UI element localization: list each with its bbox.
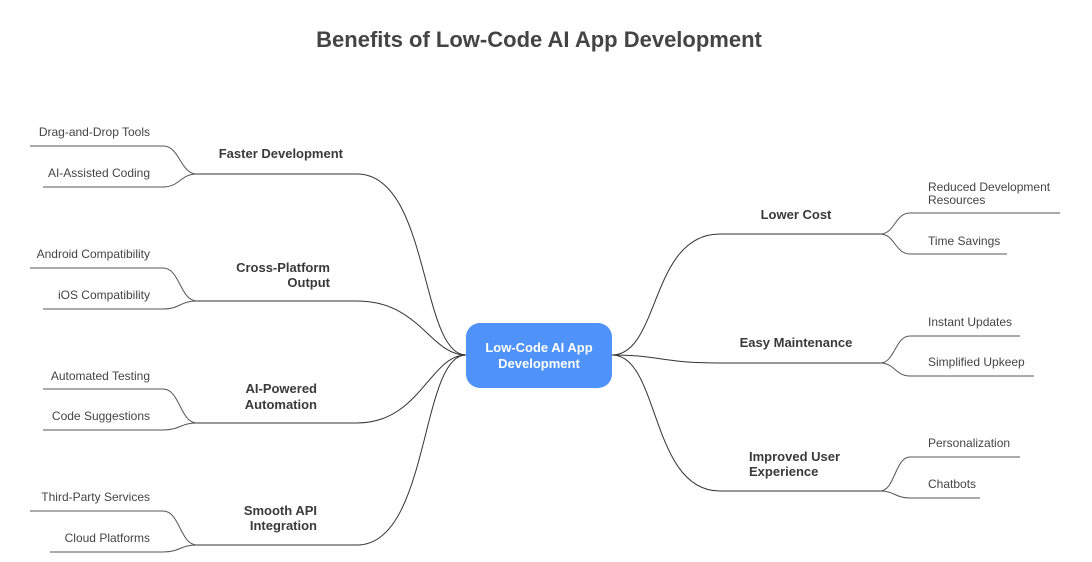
branch-faster-development[interactable]: Faster Development Drag-and-Drop Tools A… (39, 125, 344, 180)
leaf-label: Instant Updates (928, 315, 1012, 329)
leaf-label: Code Suggestions (52, 409, 150, 423)
branch-easy-maintenance[interactable]: Easy Maintenance Instant Updates Simplif… (740, 315, 1025, 369)
branch-label: Output (287, 275, 330, 290)
branch-label: Experience (749, 464, 818, 479)
leaf-label: Chatbots (928, 477, 976, 491)
branch-cross-platform-output[interactable]: Cross-Platform Output Android Compatibil… (37, 247, 331, 302)
leaf-label: Personalization (928, 436, 1010, 450)
branch-label: Automation (245, 397, 317, 412)
diagram-title: Benefits of Low-Code AI App Development (316, 27, 762, 52)
center-node[interactable]: Low-Code AI App Development (466, 323, 612, 388)
branch-label: Smooth API (244, 503, 317, 518)
branch-label: Easy Maintenance (740, 335, 853, 350)
leaf-label: Simplified Upkeep (928, 355, 1025, 369)
branch-label: Faster Development (219, 146, 344, 161)
branch-improved-user-experience[interactable]: Improved User Experience Personalization… (749, 436, 1010, 491)
branch-ai-powered-automation[interactable]: AI-Powered Automation Automated Testing … (51, 369, 317, 423)
branch-lower-cost[interactable]: Lower Cost Reduced Development Resources… (761, 180, 1051, 248)
leaf-label: Drag-and-Drop Tools (39, 125, 150, 139)
branch-label: Improved User (749, 449, 840, 464)
leaf-label: Time Savings (928, 234, 1000, 248)
branch-label: Integration (250, 518, 317, 533)
center-node-label: Low-Code AI App (485, 340, 592, 355)
leaf-label: Reduced Development (928, 180, 1051, 194)
branch-label: Lower Cost (761, 207, 832, 222)
leaf-label: Android Compatibility (37, 247, 150, 261)
leaf-label: Third-Party Services (41, 490, 150, 504)
branch-label: Cross-Platform (236, 260, 330, 275)
leaf-label: Automated Testing (51, 369, 150, 383)
center-node-box (466, 323, 612, 388)
branch-label: AI-Powered (245, 381, 317, 396)
leaf-label: iOS Compatibility (58, 288, 150, 302)
leaf-label: Resources (928, 193, 985, 207)
leaf-label: AI-Assisted Coding (48, 166, 150, 180)
left-connectors (30, 145, 467, 553)
center-node-label: Development (498, 356, 580, 371)
leaf-label: Cloud Platforms (65, 531, 150, 545)
branch-smooth-api-integration[interactable]: Smooth API Integration Third-Party Servi… (41, 490, 317, 545)
right-connectors (611, 212, 1060, 499)
